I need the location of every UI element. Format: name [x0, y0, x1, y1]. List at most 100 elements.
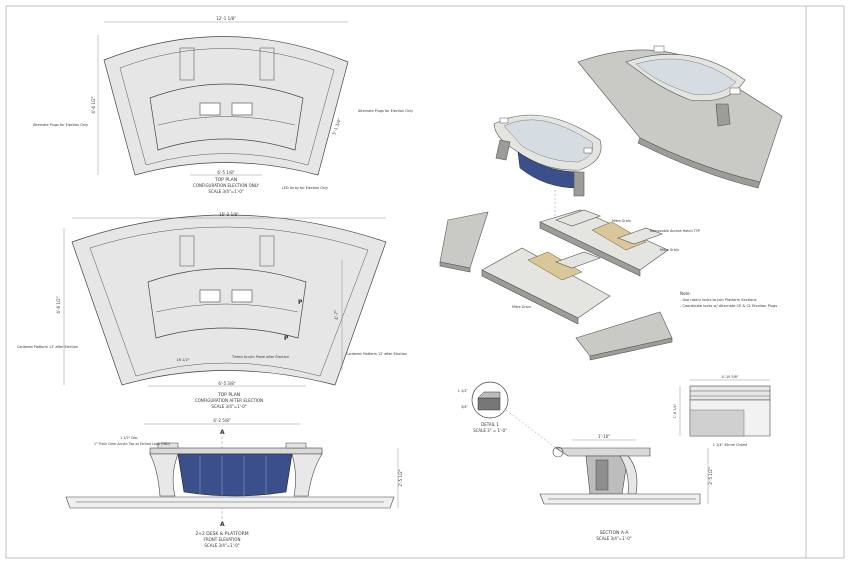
elev-subtitle: FRONT ELEVATION	[204, 537, 241, 542]
section-marker-p-top: P	[298, 299, 303, 306]
elev-top-cap-left	[157, 442, 179, 449]
iso-note-1: - Use rotary locks to Join Platform Sect…	[680, 298, 757, 302]
iso-exploded-cover-3	[617, 227, 663, 245]
detail2-hatch-area	[689, 409, 745, 437]
detail-2: 4'-10 5/8" 1'-6 1/4" 1 1/4" 45mm Chamf	[673, 375, 771, 447]
iso-large-monitor-left	[653, 45, 665, 53]
iso-small-desk-glass	[503, 119, 593, 163]
iso-hatch-1	[527, 251, 583, 281]
detail-1: 1 1/2" 3/4" DETAIL 1 SCALE 3" = 1'-0"	[458, 381, 557, 449]
elev-top-cap-right	[285, 442, 307, 449]
iso-small-leg-right	[573, 171, 585, 197]
plan2-cutout-right	[259, 235, 275, 267]
detail1-dim-b: 3/4"	[461, 405, 468, 409]
iso-label-grain-2: Mitre Grain	[660, 248, 679, 252]
elev-leg-right	[291, 453, 323, 497]
iso-small-monitor-left	[499, 117, 509, 124]
detail1-scale: SCALE 3" = 1'-0"	[473, 428, 507, 433]
plan2-platform-inner	[89, 226, 369, 377]
elev-label-left: 1" Thick Clear Acrylic Top w/ Etched Log…	[94, 442, 170, 446]
section-height-dim: 2'-5 1/2"	[708, 467, 713, 484]
plan1-cutout-right	[259, 47, 275, 81]
section-a-a: 1'-10" 2'-5 1/2" SECTION A-A SCALE 3/4"=…	[539, 434, 713, 541]
plan1-label-left: Alternate Plugs for Election Only	[33, 123, 88, 127]
plan1-scale: SCALE 3/4"=1'-0"	[208, 189, 243, 194]
isometric-assembled-large	[577, 45, 783, 189]
plan2-subtitle: CONFIGURATION AFTER ELECTION	[195, 398, 263, 403]
detail2-dim-w: 4'-10 5/8"	[722, 375, 739, 379]
iso-exploded-center-left-edge	[481, 269, 579, 325]
elev-height-dim: 2'-5 1/2"	[398, 469, 403, 486]
elev-platform	[65, 496, 395, 509]
plan2-label-right: Cantered Platform 12' after Election	[346, 352, 407, 356]
iso-exploded-center-right-edge	[539, 221, 641, 277]
iso-notes-title: Note:	[680, 291, 691, 296]
iso-exploded-left-wing	[439, 211, 489, 269]
plan1-platform-inner	[119, 48, 335, 166]
plan2-inner-dim: 6'-5 3/8"	[218, 381, 235, 386]
section-marker-a-bottom: A	[220, 521, 225, 528]
detail1-leader	[505, 409, 557, 449]
elev-overall-dim: 6'-2 5/8"	[213, 418, 230, 423]
plan1-inner-dim: 6'-5 1/8"	[217, 170, 234, 175]
front-elevation: 6'-2 5/8" A 2'-5 1/2" 1 1/2" Dia. 1" Thi…	[65, 418, 403, 548]
detail2-label: 1 1/4" 45mm Chamf	[713, 443, 748, 447]
iso-large-desk-glass	[635, 58, 737, 95]
plan1-monitor-1	[199, 102, 221, 116]
plan1-desk-arc	[149, 83, 304, 151]
detail1-title: DETAIL 1	[481, 422, 499, 427]
section-dim: 1'-10"	[598, 434, 610, 439]
section-scale: SCALE 3/4"=1'-0"	[596, 536, 631, 541]
elev-acrylic-panel	[177, 453, 293, 497]
iso-large-leg	[715, 103, 731, 127]
section-title: SECTION A-A	[600, 530, 630, 536]
plan2-scale: SCALE 3/4"=1'-0"	[211, 404, 246, 409]
iso-exploded-cover-2	[555, 251, 601, 269]
plan1-label-right: Alternate Plugs for Election Only	[358, 109, 413, 113]
plan2-depth-dim: 4'-6 1/2"	[56, 296, 61, 313]
elev-top-slab	[149, 447, 323, 455]
plan1-label-led: LED Array for Election Only	[282, 186, 328, 190]
iso-label-grain-3: Mitre Grain	[512, 305, 531, 309]
top-plan-election: 12'-1 1/8" 4'-6 1/2" 5'-1 3/4" 6'-5 1/8"…	[33, 16, 413, 194]
detail1-chamfer	[477, 391, 501, 399]
elev-small-dim-top: 1 1/2" Dia.	[120, 436, 138, 440]
iso-label-grain-1: Mitre Grain	[612, 219, 631, 223]
plan2-cutout-left	[179, 235, 195, 267]
plan2-monitor-1	[199, 289, 221, 303]
isometric-assembled-small	[493, 114, 602, 220]
plan1-desk-inner	[157, 116, 296, 126]
plan2-monitor-2	[231, 289, 253, 303]
elev-leg-left	[149, 453, 179, 497]
detail2-top-band	[689, 385, 771, 401]
detail1-dim-a: 1 1/2"	[458, 389, 469, 393]
plan2-overall-dim: 15'-2 1/8"	[219, 212, 239, 217]
plan2-label-left: Cantered Platform 12' after Election	[17, 345, 78, 349]
elev-title: 2+2 DESK & PLATFORM	[195, 531, 248, 537]
isometric-exploded: Mitre Grain Removable Access Hatch TYP M…	[439, 209, 777, 361]
plan1-cutout-left	[179, 47, 195, 81]
section-top-slab	[555, 447, 651, 457]
section-marker-p-bottom: P	[284, 335, 289, 342]
section-detail-marker	[552, 446, 564, 458]
sheet-border	[5, 5, 845, 559]
plan1-overall-dim: 12'-1 1/8"	[216, 16, 236, 21]
plan2-desk-inner	[155, 303, 299, 313]
iso-small-monitor-right	[583, 147, 593, 154]
plan2-small-dim: 16 1/2"	[176, 358, 189, 362]
plan2-side-dim: 4'-7"	[334, 310, 339, 320]
plan1-side-dim: 5'-1 3/4"	[331, 117, 342, 135]
elev-scale: SCALE 3/4"=1'-0"	[204, 543, 239, 548]
iso-exploded-right-wing-edge	[589, 337, 673, 361]
detail1-section	[477, 397, 501, 411]
plan2-label-center: Tinted Acrylic Panel after Election	[231, 355, 289, 359]
section-hatch-block	[595, 459, 609, 491]
plan1-subtitle: CONFIGURATION ELECTION ONLY	[193, 183, 259, 188]
top-plan-after-election: 15'-2 1/8" 4'-6 1/2" 4'-7" 6'-5 3/8" 16 …	[17, 212, 407, 409]
iso-label-hatch: Removable Access Hatch TYP	[650, 229, 700, 233]
plan1-monitor-2	[231, 102, 253, 116]
plan1-title: TOP PLAN	[214, 177, 237, 183]
plan1-depth-dim: 4'-6 1/2"	[91, 96, 96, 113]
iso-exploded-left-wing-edge	[439, 261, 471, 273]
